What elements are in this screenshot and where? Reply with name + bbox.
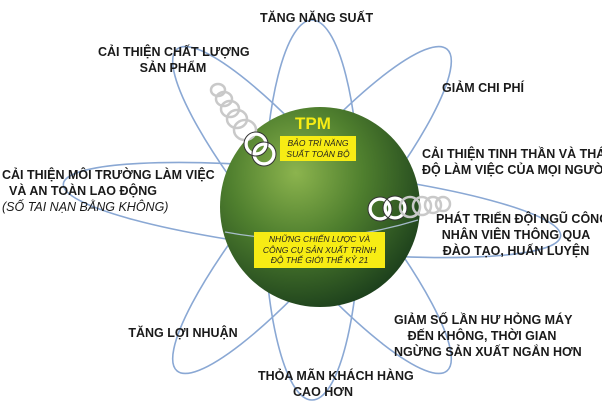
ring-chain-upper-left <box>209 82 277 167</box>
label-right-middle-line-2: NHÂN VIÊN THÔNG QUA <box>441 228 591 242</box>
label-top: TĂNG NĂNG SUẤT <box>260 10 374 26</box>
center-box-bottom-line-3: GIỚI THẾ KỶ 21 <box>305 255 369 265</box>
label-top-right: GIẢM CHI PHÍ <box>438 80 528 96</box>
label-top-left: CẢI THIỆN CHẤT LƯỢNG SẢN PHẨM <box>98 44 250 76</box>
label-bottom-right: GIẢM SỐ LẦN HƯ HỎNG MÁY ĐẾN KHÔNG, THỜI … <box>394 312 582 360</box>
label-right-middle-line-3: ĐÀO TẠO, HUẤN LUYỆN <box>442 244 590 258</box>
ring-chain-right <box>367 195 452 222</box>
center-box-bottom: NHỮNG CHIẾN LƯỢC VÀ CÔNG CỤ SẢN XUẤT TRÌ… <box>254 232 385 268</box>
label-left: CẢI THIỆN MÔI TRƯỜNG LÀM VIỆC VÀ AN TOÀN… <box>2 167 215 215</box>
label-bottom-line-1: THỎA MÃN KHÁCH HÀNG <box>258 369 414 383</box>
center-box-top: BẢO TRÌ NĂNG SUẤT TOÀN BỘ <box>280 136 356 161</box>
center-box-bottom-line-2: CỤ SẢN XUẤT TRÌNH ĐỘ THẾ <box>270 244 377 266</box>
label-top-left-line-2: SẢN PHẨM <box>139 61 207 75</box>
tpm-title: TPM <box>295 114 331 133</box>
label-right-upper: CẢI THIỆN TINH THẦN VÀ THÁI ĐỘ LÀM VIỆC … <box>422 146 602 178</box>
label-left-line-1: CẢI THIỆN MÔI TRƯỜNG LÀM VIỆC <box>2 168 215 182</box>
label-bottom-left: TĂNG LỢI NHUẬN <box>128 325 238 341</box>
center-box-bottom-line-1: NHỮNG CHIẾN LƯỢC VÀ CÔNG <box>262 234 371 255</box>
label-bottom-right-line-2: ĐẾN KHÔNG, THỜI GIAN <box>407 329 557 343</box>
label-left-line-2: VÀ AN TOÀN LAO ĐỘNG <box>9 184 157 198</box>
label-bottom-left-line-1: TĂNG LỢI NHUẬN <box>128 326 238 340</box>
label-right-upper-line-1: CẢI THIỆN TINH THẦN VÀ THÁI <box>422 147 602 161</box>
label-right-middle: PHÁT TRIỂN ĐỘI NGŨ CÔNG NHÂN VIÊN THÔNG … <box>436 211 602 259</box>
label-bottom: THỎA MÃN KHÁCH HÀNG CAO HƠN <box>258 368 414 400</box>
label-top-line-1: TĂNG NĂNG SUẤT <box>260 11 374 25</box>
label-top-left-line-1: CẢI THIỆN CHẤT LƯỢNG <box>98 45 250 59</box>
center-box-top-line-3: TOÀN BỘ <box>311 148 350 159</box>
label-bottom-right-line-1: GIẢM SỐ LẦN HƯ HỎNG MÁY <box>394 313 573 327</box>
label-right-middle-line-1: PHÁT TRIỂN ĐỘI NGŨ CÔNG <box>436 212 602 226</box>
label-top-right-line-1: GIẢM CHI PHÍ <box>442 81 524 95</box>
center-box-top-line-2: NĂNG SUẤT <box>286 138 349 159</box>
center-box-top-line-1: BẢO TRÌ <box>287 138 322 148</box>
label-bottom-right-line-3: NGỪNG SẢN XUẤT NGẮN HƠN <box>394 345 582 359</box>
label-left-note: (SỐ TAI NẠN BẰNG KHÔNG) <box>2 200 169 214</box>
label-bottom-line-2: CAO HƠN <box>293 385 353 399</box>
label-right-upper-line-2: ĐỘ LÀM VIỆC CỦA MỌI NGƯỜI <box>422 163 602 177</box>
